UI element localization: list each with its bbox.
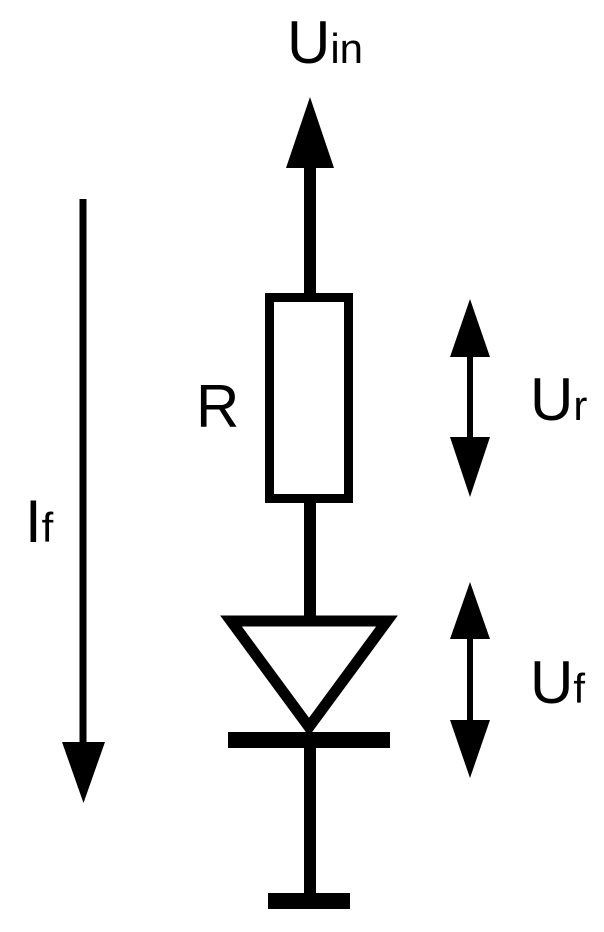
diode-symbol bbox=[220, 615, 398, 748]
current-arrow-down bbox=[62, 199, 105, 803]
uf-arrowhead-up bbox=[450, 582, 490, 639]
current-arrowhead bbox=[62, 742, 105, 803]
wire-resistor-diode bbox=[304, 498, 316, 623]
supply-arrowhead bbox=[286, 97, 334, 168]
uf-arrow-shaft bbox=[467, 632, 473, 727]
ur-arrowhead-down bbox=[450, 437, 490, 497]
label-forward-current: If bbox=[25, 488, 54, 555]
ur-arrow-shaft bbox=[467, 350, 473, 444]
resistor-body bbox=[265, 293, 353, 503]
supply-arrow-up bbox=[286, 97, 334, 297]
supply-wire bbox=[304, 160, 316, 297]
diode-triangle bbox=[220, 615, 398, 737]
label-input-voltage: Uin bbox=[287, 9, 363, 76]
label-resistor-voltage: Ur bbox=[530, 366, 587, 433]
uf-double-arrow bbox=[450, 582, 490, 778]
label-forward-voltage: Uf bbox=[530, 649, 585, 716]
label-resistor: R bbox=[196, 373, 239, 440]
ur-arrowhead-up bbox=[450, 299, 490, 357]
uf-arrowhead-down bbox=[450, 720, 490, 778]
ur-double-arrow bbox=[450, 299, 490, 497]
diode-cathode-bar bbox=[228, 732, 390, 748]
wire-diode-ground bbox=[304, 744, 316, 896]
current-arrow-shaft bbox=[79, 199, 87, 759]
ground-bar bbox=[268, 893, 350, 909]
